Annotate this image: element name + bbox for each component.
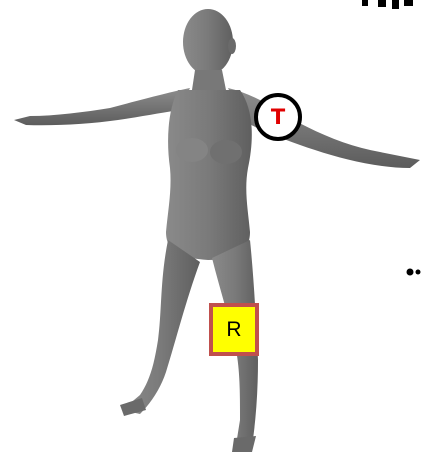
marker-r-label: R xyxy=(226,319,241,340)
right-foot xyxy=(232,436,256,452)
left-foot xyxy=(120,398,146,416)
left-leg xyxy=(122,240,200,414)
left-arm xyxy=(14,88,190,125)
small-marker-icon xyxy=(405,266,425,278)
marker-r[interactable]: R xyxy=(209,303,259,356)
marker-t[interactable]: T xyxy=(254,93,302,141)
partial-glyphs-icon xyxy=(360,0,427,12)
marker-t-label: T xyxy=(271,107,285,128)
head xyxy=(183,9,236,90)
torso xyxy=(166,90,252,260)
